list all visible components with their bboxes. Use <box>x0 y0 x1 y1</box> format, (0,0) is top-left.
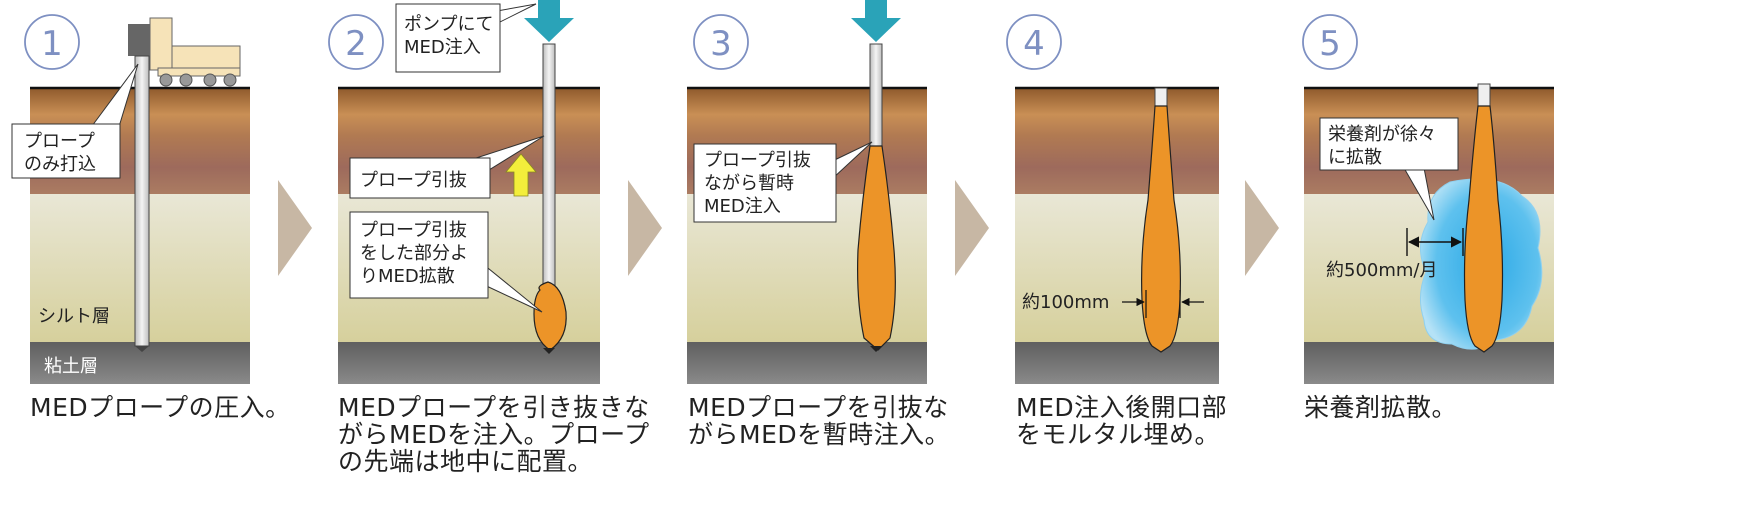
dimension-label: 約500mm/月 <box>1326 260 1438 281</box>
callout-box <box>693 143 837 223</box>
probe <box>134 55 150 347</box>
pile-driver-truck <box>128 17 241 87</box>
chevron-right-icon <box>1245 180 1279 276</box>
step-4-caption: MED注入後開口部 をモルタル埋め。 <box>1016 393 1228 449</box>
clay-layer <box>1015 342 1219 384</box>
probe-tip <box>870 346 882 352</box>
step-number: 4 <box>1023 24 1045 64</box>
silt-layer <box>1015 194 1219 342</box>
med-column <box>1463 105 1504 353</box>
step-number-circle <box>1302 14 1358 70</box>
med-column <box>1141 105 1181 353</box>
chevron-right-icon <box>628 180 662 276</box>
callout-med-diffuse: プロープ引抜をした部分よりMED拡散 <box>360 220 468 287</box>
chevron-right-icon <box>278 180 312 276</box>
step-number: 2 <box>345 24 367 64</box>
probe-tip <box>135 346 149 352</box>
topsoil-layer <box>1015 88 1219 194</box>
step-number-circle <box>24 14 80 70</box>
step-number-circle <box>1006 14 1062 70</box>
step-3-caption: MEDプロープを引抜な がらMEDを暫時注入。 <box>688 393 951 449</box>
clay-layer <box>338 342 600 384</box>
panel-5: 約500mm/月 栄養剤が徐々に拡散 5 <box>1302 14 1554 384</box>
callout-box <box>1319 117 1459 171</box>
probe-tip <box>543 348 555 354</box>
injection-arrow-icon <box>524 0 574 42</box>
layer-label-silt: シルト層 <box>38 306 110 327</box>
step-number: 3 <box>710 24 732 64</box>
step-1-caption: MEDプロープの圧入。 <box>30 393 291 422</box>
dimension-100mm <box>1122 290 1204 318</box>
med-bulb <box>533 281 567 351</box>
panel-1: プロープのみ打込 シルト層 粘土層 1 <box>11 14 250 384</box>
step-2-caption: MEDプロープを引き抜きな がらMEDを注入。プロープ の先端は地中に配置。 <box>338 393 650 476</box>
med-column <box>857 145 896 351</box>
step-number-circle <box>328 14 384 70</box>
pull-up-arrow-icon <box>505 153 537 197</box>
callout-box <box>395 3 501 73</box>
callout-box <box>349 157 491 199</box>
callout-probe-pull: プロープ引抜 <box>360 170 467 191</box>
step-number: 5 <box>1319 24 1341 64</box>
dimension-label: 約100mm <box>1022 292 1109 313</box>
injection-arrow-icon <box>851 0 901 42</box>
dimension-diffusion <box>1406 228 1464 256</box>
step-number: 1 <box>41 24 63 64</box>
layer-label-clay: 粘土層 <box>44 356 98 377</box>
clay-layer <box>687 342 927 384</box>
clay-layer <box>1304 342 1554 384</box>
step-number-circle <box>693 14 749 70</box>
mortal-plug <box>1477 83 1491 107</box>
callout-nutrient-diffuse: 栄養剤が徐々に拡散 <box>1328 124 1436 168</box>
probe <box>542 43 556 291</box>
chevron-right-icon <box>955 180 989 276</box>
callout-probe-only: プロープのみ打込 <box>24 131 96 175</box>
mortal-plug <box>1154 87 1168 107</box>
probe <box>869 43 883 147</box>
step-5-caption: 栄養剤拡散。 <box>1304 393 1458 422</box>
callout-box <box>11 123 121 179</box>
panel-4: 約100mm 4 <box>1006 14 1219 384</box>
callout-box <box>349 211 489 299</box>
